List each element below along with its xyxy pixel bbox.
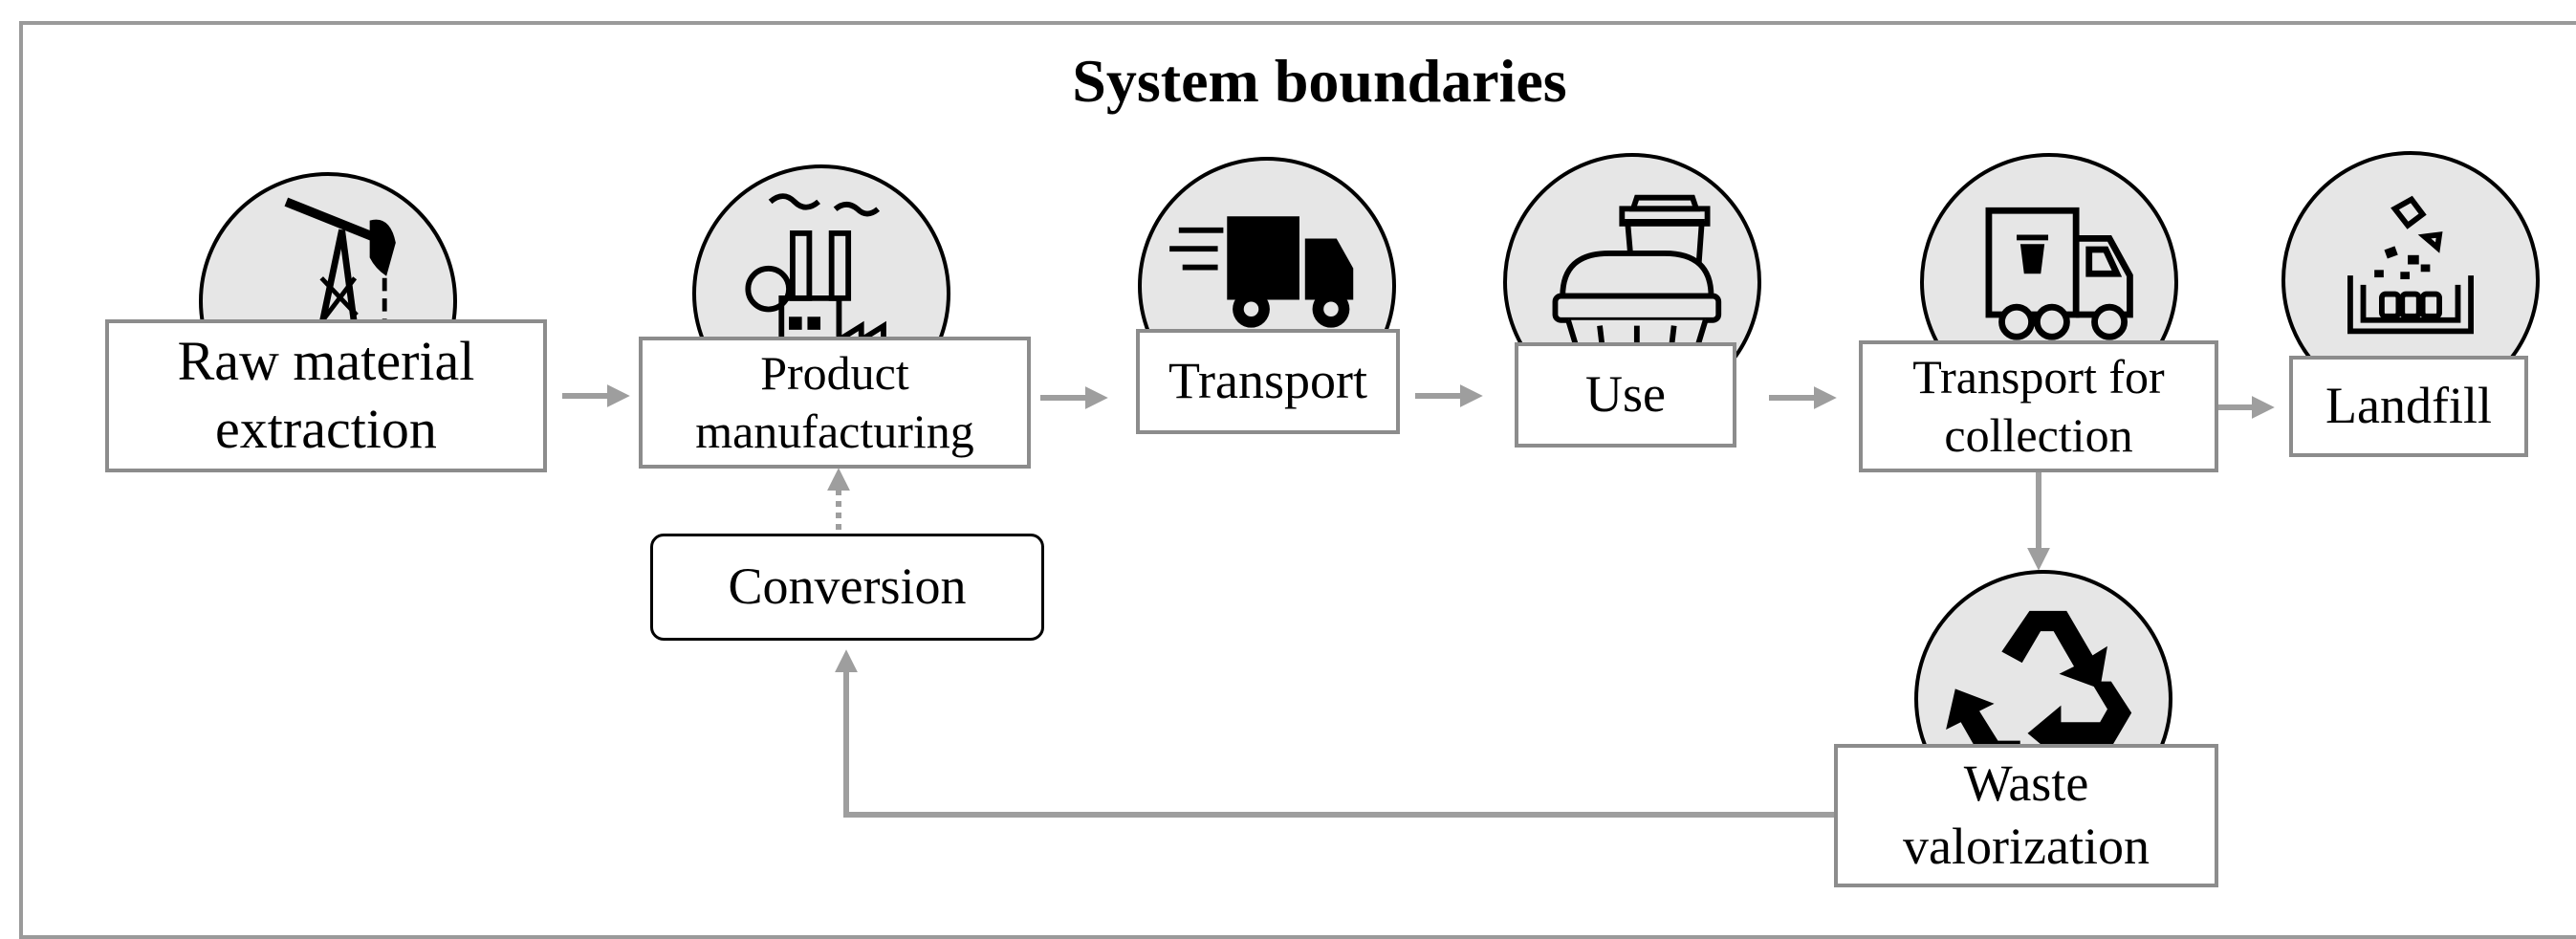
- node-use: Use: [1515, 342, 1736, 448]
- node-landfill: Landfill: [2289, 356, 2528, 457]
- node-raw-material-extraction: Raw material extraction: [105, 319, 547, 472]
- diagram-title: System boundaries: [1072, 47, 1567, 115]
- node-waste-valorization: Waste valorization: [1834, 744, 2218, 887]
- node-product-manufacturing: Product manufacturing: [639, 337, 1031, 469]
- node-conversion: Conversion: [650, 534, 1044, 641]
- node-transport-for-collection: Transport for collection: [1859, 340, 2218, 472]
- node-transport: Transport: [1136, 329, 1400, 434]
